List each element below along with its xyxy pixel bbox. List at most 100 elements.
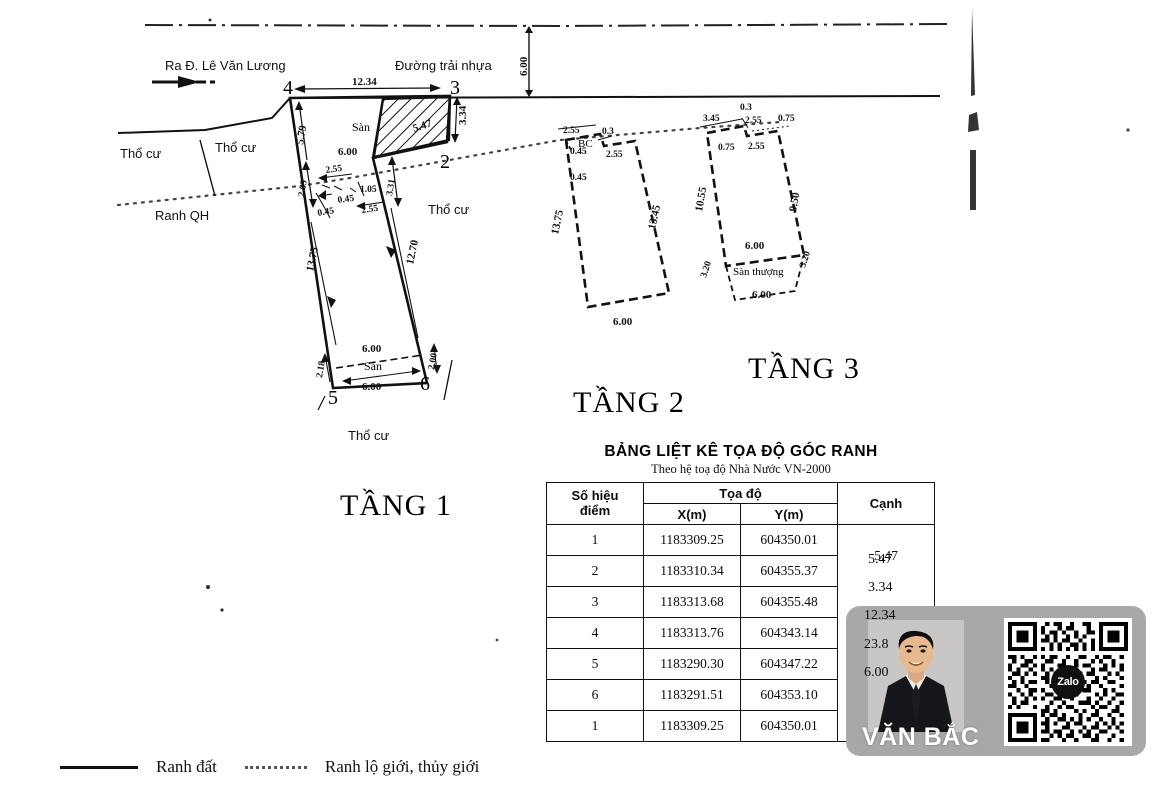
floor3-outline (705, 124, 806, 302)
label-road-surface: Đường trải nhựa (395, 58, 493, 73)
cell-y: 604343.14 (740, 617, 838, 649)
cell-x: 1183309.25 (643, 524, 741, 556)
side-value-5: 6.00 (864, 665, 889, 680)
dim-right-drop-group: 3.31 (385, 156, 402, 207)
dim-right-short: 3.34 (457, 105, 469, 125)
dim-qh-offset: 6.00 (338, 146, 358, 158)
dim-f3-top-d: 0.75 (778, 114, 795, 124)
dim-right-short-group: 3.34 (451, 97, 469, 143)
contact-card-overlay[interactable]: VĂN BẮC (846, 606, 1146, 756)
dim-top-edge-group: 12.34 (294, 76, 441, 93)
cell-side: 5.47 (837, 524, 935, 587)
legend-dotted-line-swatch (244, 765, 307, 769)
side-value-3: 12.34 (864, 608, 896, 623)
cell-y: 604355.48 (740, 586, 838, 618)
road-centerline (144, 23, 951, 28)
cell-point: 1 (546, 524, 644, 556)
dim-left-upper: 5.79 (294, 124, 309, 146)
road-width-dimension: 6.00 (518, 26, 533, 97)
hatched-built-area: 5.47 (372, 95, 452, 159)
boundary-tick (199, 139, 216, 197)
cell-point: 5 (546, 648, 644, 680)
dim-f3-right: 9.50 (787, 191, 802, 213)
floor3-dimensions: 3.45 0.3 2.55 0.75 0.75 2.55 10.55 9.50 … (693, 103, 813, 301)
dim-f3-bottom: 6.00 (745, 240, 765, 252)
dim-hatch-diagonal: 5.47 (411, 117, 433, 135)
table-body: 1 1183309.25 604350.01 5.47 2 1183310.34… (546, 524, 935, 742)
label-roof-terrace: Sàn thượng (733, 266, 784, 278)
dim-f3-top-b: 0.3 (740, 103, 752, 113)
header-point-line2: điểm (579, 502, 611, 518)
side-value-4: 23.8 (864, 637, 889, 652)
dim-qh-offset-group: 6.00 (338, 146, 358, 158)
table-row: 2 1183310.34 604355.37 (546, 555, 935, 587)
road-edge-line (117, 95, 941, 134)
dim-f3-ter-right: 3.20 (798, 250, 813, 269)
dim-bottom-edge: 6.00 (362, 381, 382, 393)
dim-right-drop: 3.31 (385, 178, 398, 196)
dim-left-long: 13.75 (304, 245, 321, 272)
cell-point: 3 (546, 586, 644, 618)
inner-dimension-cluster: 2.55 0.45 0.45 1.05 2.55 (315, 164, 385, 219)
dim-bottom-left: 2.18 (315, 360, 328, 378)
point-label-4: 4 (283, 77, 293, 99)
label-balcony-f2: BC (578, 138, 593, 150)
legend: Ranh đất Ranh lộ giới, thủy giới (60, 757, 479, 777)
zalo-logo-badge: Zalo (1051, 665, 1085, 699)
header-point-number: Số hiệu điểm (546, 482, 644, 525)
label-floor-1: TẦNG 1 (340, 488, 452, 522)
dim-f2-in-c: 0.45 (570, 173, 587, 183)
dim-f3-ter-bottom: 6.00 (752, 289, 772, 301)
speck (220, 608, 224, 612)
table-row: 1 1183309.25 604350.01 5.47 (546, 524, 935, 587)
direction-arrow (152, 76, 238, 88)
table-header-row-1: Số hiệu điểm Tọa độ Cạnh (546, 482, 935, 525)
legend-solid-line-swatch (60, 765, 138, 769)
label-road-direction: Ra Đ. Lê Văn Lương (165, 58, 286, 73)
label-residential-right: Thổ cư (428, 202, 470, 217)
cell-x: 1183313.68 (643, 586, 741, 618)
dim-left-upper-group: 5.79 (294, 101, 309, 161)
dim-inner-e: 0.45 (317, 206, 335, 219)
dim-f2-right: 13.45 (646, 203, 663, 230)
point-label-2: 2 (440, 151, 450, 173)
dim-inner-a: 2.55 (325, 164, 343, 176)
label-floor-2: TẦNG 2 (573, 385, 685, 419)
point-label-6: 6 (420, 373, 430, 395)
speck (208, 18, 212, 22)
label-residential-bottom: Thổ cư (348, 428, 390, 443)
cell-x: 1183290.30 (643, 648, 741, 680)
side-value-2: 3.34 (868, 580, 893, 595)
header-x: X(m) (643, 503, 741, 525)
label-residential-top: Thổ cư (215, 140, 257, 155)
dim-f3-in-b: 2.55 (748, 142, 765, 152)
table-row: 6 1183291.51 604353.10 (546, 679, 935, 711)
point-label-3: 3 (450, 77, 460, 99)
planning-boundary-line (116, 120, 782, 207)
dim-inner-c: 1.05 (360, 185, 377, 195)
dim-left-mid: 2.09 (297, 179, 310, 197)
coordinate-table-block: BẢNG LIỆT KÊ TỌA ĐỘ GÓC RANH Theo hệ toạ… (546, 443, 936, 742)
dim-f2-in-b: 2.55 (606, 150, 623, 160)
table-row: 4 1183313.76 604343.14 (546, 617, 935, 649)
agent-photo (868, 620, 964, 732)
point-label-5: 5 (328, 387, 338, 409)
dim-bottom-inner: 6.00 (362, 343, 382, 355)
coordinate-table: Số hiệu điểm Tọa độ Cạnh X(m) Y(m) 1 118… (546, 482, 935, 742)
table-subtitle: Theo hệ toạ độ Nhà Nước VN-2000 (651, 462, 831, 476)
zalo-qr-code[interactable]: Zalo (1004, 618, 1132, 746)
scan-artifact-marks (968, 8, 979, 210)
cell-point: 1 (546, 710, 644, 742)
dim-top-edge: 12.34 (352, 76, 377, 88)
dim-f3-top-a: 3.45 (703, 114, 720, 124)
cell-x: 1183313.76 (643, 617, 741, 649)
speck (206, 585, 210, 589)
legend-solid-label: Ranh đất (156, 757, 217, 776)
cell-x: 1183291.51 (643, 679, 741, 711)
dim-bottom-right: 2.00 (427, 352, 440, 370)
dim-f2-in-a: 0.45 (570, 147, 587, 157)
floor1-bottom-dims: 6.00 6.00 2.18 2.00 (315, 343, 441, 393)
dim-f2-top-a: 2.55 (563, 126, 580, 136)
